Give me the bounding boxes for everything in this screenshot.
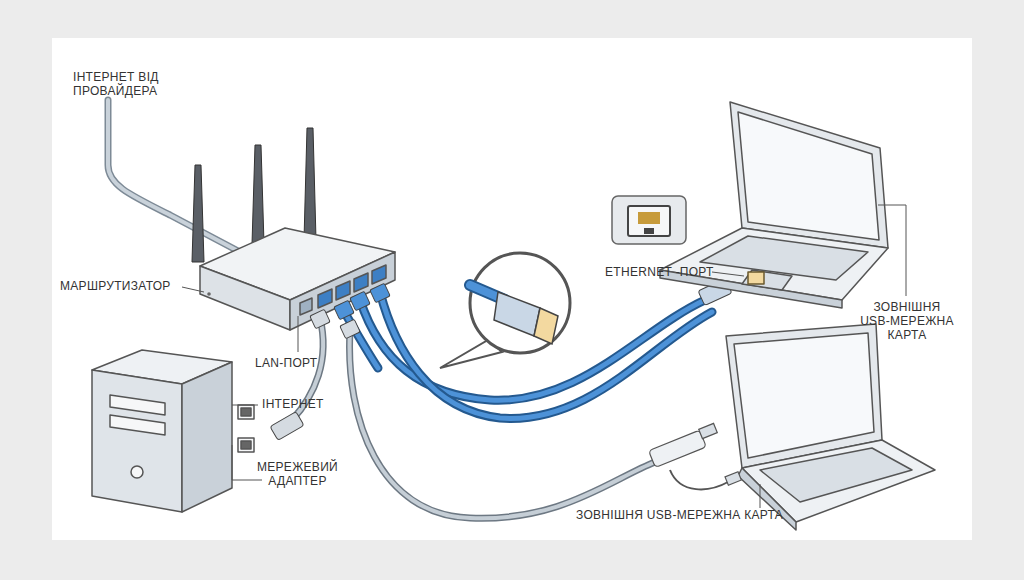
pc-tower xyxy=(92,350,254,512)
callout-label: ІНТЕРНЕТ xyxy=(262,397,352,411)
laptop xyxy=(726,324,935,530)
magnifier-callout xyxy=(440,253,570,368)
leader-lines xyxy=(182,205,906,508)
callout-label: LAN-ПОРТ xyxy=(255,356,345,370)
callout-label: МЕРЕЖЕВИЙ АДАПТЕР xyxy=(255,460,340,488)
ethernet-port-icon xyxy=(612,196,686,244)
blue-cables xyxy=(342,292,712,418)
usb-adapter xyxy=(649,423,742,489)
grey-cables xyxy=(292,318,655,518)
provider-cable xyxy=(108,100,240,252)
callout-label: ЗОВНІШНЯ USB-МЕРЕЖНА КАРТА xyxy=(576,508,826,522)
callout-label: ETHERNET -ПОРТ xyxy=(605,265,725,279)
rj45-plugs xyxy=(310,283,390,338)
provider-cable xyxy=(108,100,240,252)
panel xyxy=(52,38,972,540)
callout-label: ІНТЕРНЕТ ВІД ПРОВАЙДЕРА xyxy=(73,70,173,98)
callout-label: МАРШРУТИЗАТОР xyxy=(60,279,190,293)
callout-label: ЗОВНІШНЯ USB-МЕРЕЖНА КАРТА xyxy=(858,300,956,342)
rj45-plugs xyxy=(270,278,732,440)
